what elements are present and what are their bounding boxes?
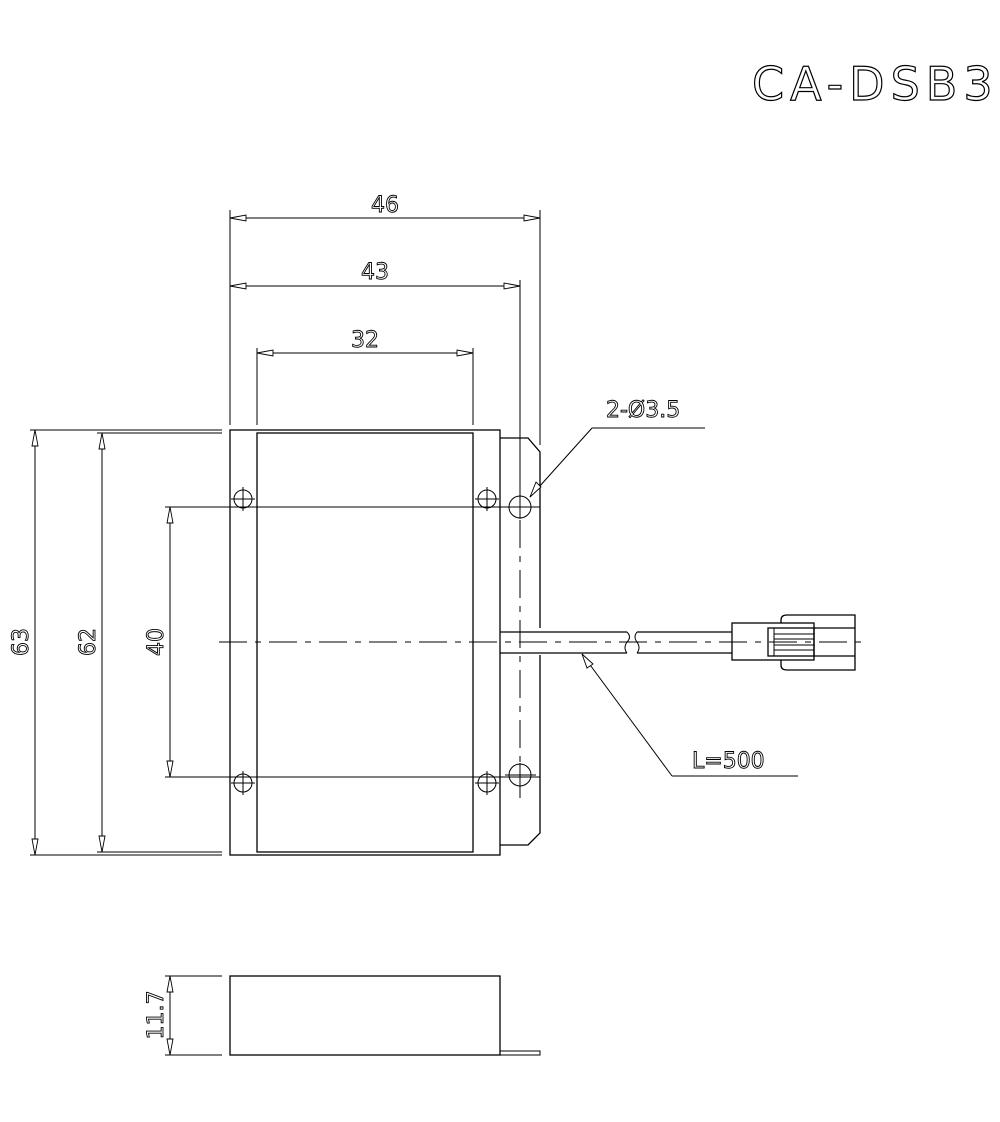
flange-hole-bottom	[505, 763, 536, 787]
callout-holes-label: 2-Ø3.5	[606, 398, 680, 423]
dim-40: 40	[144, 506, 540, 778]
callout-mounting-holes: 2-Ø3.5	[529, 398, 705, 498]
body-hole-bottom-right	[475, 771, 499, 795]
flange-top	[500, 437, 541, 628]
top-view: 46 43 32 63 62	[9, 193, 865, 856]
flange-bottom	[500, 655, 541, 846]
dim-63: 63	[9, 429, 222, 856]
dim-32-label: 32	[351, 328, 379, 353]
dim-40-label: 40	[144, 628, 169, 656]
dim-46: 46	[229, 193, 541, 445]
body-hole-bottom-left	[231, 771, 255, 795]
dim-62: 62	[76, 432, 222, 853]
dim-62-label: 62	[76, 628, 101, 656]
connector	[731, 614, 856, 671]
dim-46-label: 46	[371, 193, 399, 218]
dim-43: 43	[229, 260, 521, 485]
dim-32: 32	[256, 328, 474, 425]
callout-cable-length: L=500	[581, 653, 798, 777]
callout-length-label: L=500	[692, 749, 765, 774]
dim-63-label: 63	[9, 628, 34, 656]
side-view: 11.7	[144, 975, 541, 1056]
drawing-title: CA-DSB3	[752, 57, 999, 111]
cable	[500, 631, 732, 654]
side-body-outline	[229, 975, 501, 1056]
dim-43-label: 43	[361, 260, 389, 285]
side-flange	[499, 1050, 541, 1056]
dim-11-7-label: 11.7	[144, 991, 169, 1040]
dim-11-7: 11.7	[144, 975, 222, 1056]
